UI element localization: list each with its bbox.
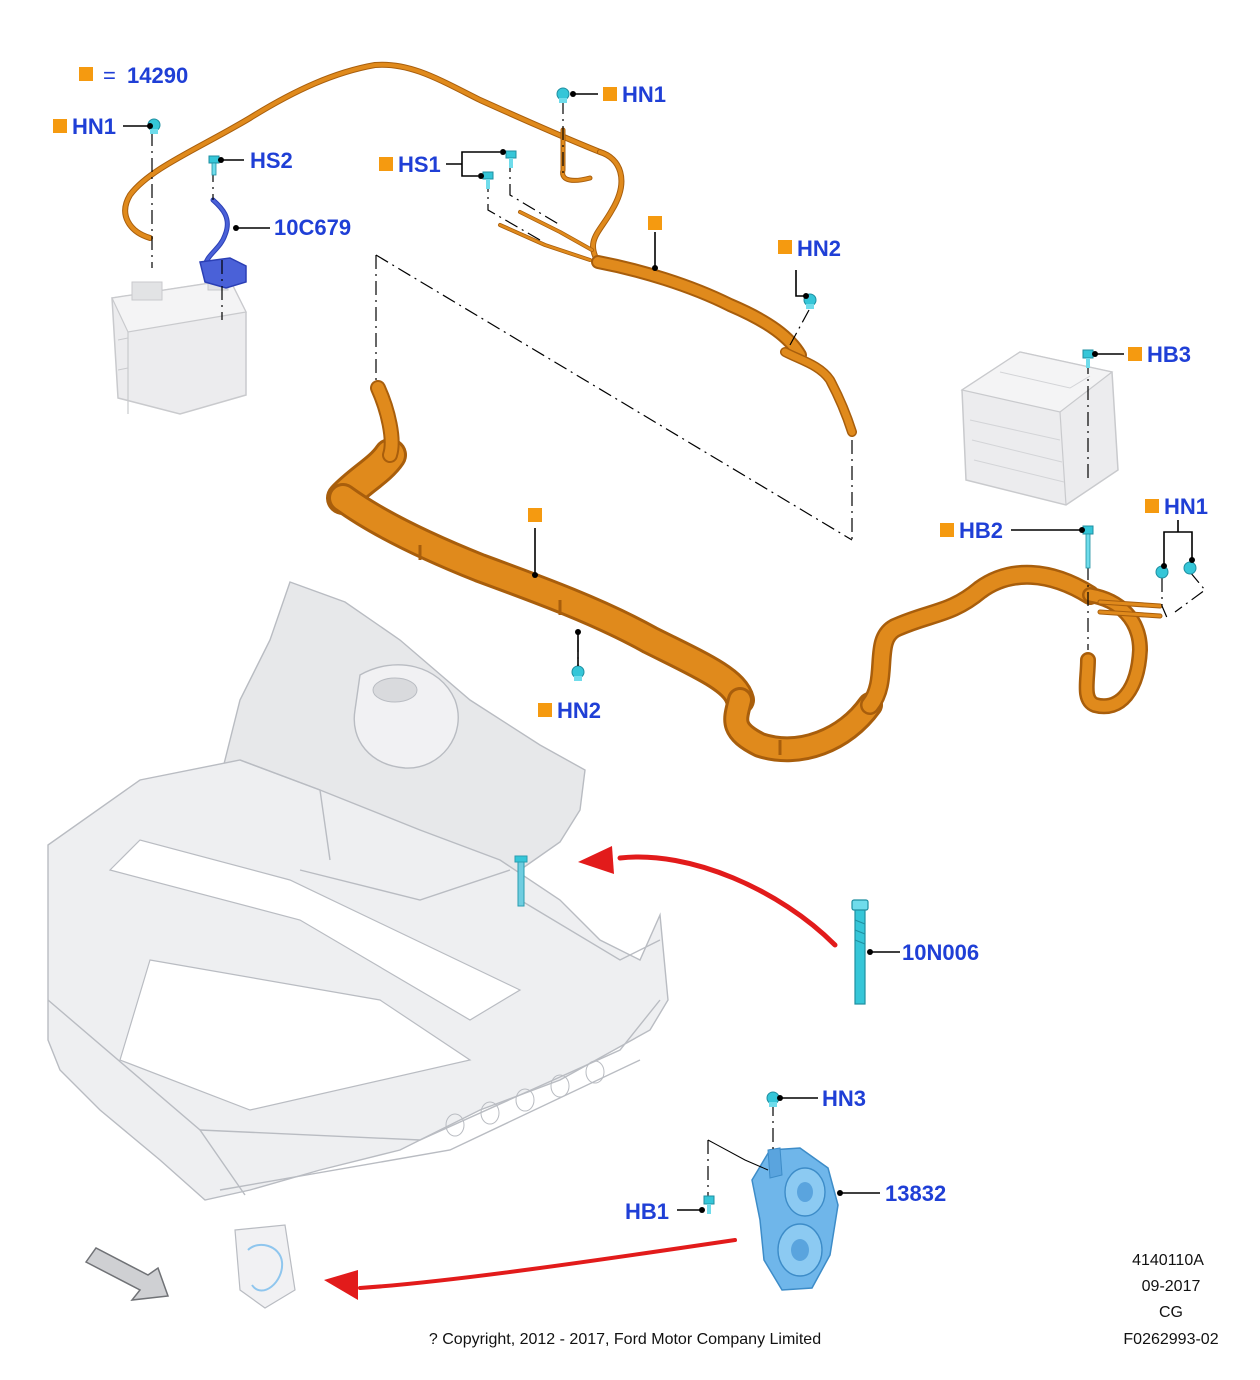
front-direction-arrow: [84, 1247, 170, 1301]
leader-lines: [123, 91, 1195, 1213]
label-13832: 13832: [885, 1181, 946, 1206]
label-hb1: HB1: [625, 1199, 669, 1224]
label-hn2-lower: HN2: [557, 698, 601, 723]
marker-hb2: [940, 523, 954, 537]
copyright-notice: ? Copyright, 2012 - 2017, Ford Motor Com…: [429, 1331, 821, 1348]
battery-cable-upper: [122, 61, 857, 437]
figure-info: 4140110A 09-2017 CG F0262993-02 ? Copyri…: [429, 1252, 1219, 1348]
figure-date: 09-2017: [1142, 1278, 1201, 1295]
bolt-10n006: [851, 899, 869, 1005]
marker-hn2-upper: [778, 240, 792, 254]
nut-hn1-top: [556, 87, 570, 103]
marker-hn1-top: [603, 87, 617, 101]
label-hn2-upper: HN2: [797, 236, 841, 261]
label-hn3: HN3: [822, 1086, 866, 1111]
battery-clip-10c679: [199, 197, 247, 289]
nut-hn2-lower: [571, 665, 585, 681]
figure-id: F0262993-02: [1123, 1331, 1218, 1348]
marker-hn2-lower: [538, 703, 552, 717]
horn-13832: [751, 1147, 839, 1291]
screw-hs1-a: [505, 150, 517, 168]
main-cable-harness: [326, 380, 1163, 763]
label-hn1-right: HN1: [1164, 494, 1208, 519]
label-hn1-top-left: HN1: [72, 114, 116, 139]
vehicle-front-structure: [47, 581, 669, 1309]
label-10c679: 10C679: [274, 215, 351, 240]
bolt-hb1: [703, 1195, 715, 1214]
label-hs1: HS1: [398, 152, 441, 177]
nut-hn1-right-b: [1183, 561, 1197, 575]
callout-labels: HN1 HS2 10C679 HS1 HN1 HN2 HB3 HN1 HB2 H…: [72, 82, 1208, 1224]
legend-equals: =: [103, 63, 116, 88]
bolt-10n006-installed: [514, 855, 528, 907]
marker-hb3: [1128, 347, 1142, 361]
legend-part-number: 14290: [127, 63, 188, 88]
marker-harness-upper: [648, 216, 662, 230]
label-hb2: HB2: [959, 518, 1003, 543]
red-arrows: [324, 846, 838, 1300]
marker-hn1-right: [1145, 499, 1159, 513]
marker-hs1: [379, 157, 393, 171]
legend-marker: [79, 67, 93, 81]
label-hs2: HS2: [250, 148, 293, 173]
assembly-guide-lines: [151, 100, 1206, 1200]
legend: = 14290: [79, 63, 188, 88]
figure-code: 4140110A: [1132, 1252, 1204, 1269]
marker-hn1-top-left: [53, 119, 67, 133]
screw-hs2: [208, 155, 220, 176]
battery: [111, 275, 247, 415]
part-markers: [53, 87, 1159, 717]
figure-initials: CG: [1159, 1304, 1183, 1321]
label-10n006: 10N006: [902, 940, 979, 965]
bolt-hb2: [1082, 525, 1094, 569]
label-hn1-top: HN1: [622, 82, 666, 107]
inverter-module: [960, 351, 1119, 506]
nut-hn3: [766, 1091, 780, 1107]
label-hb3: HB3: [1147, 342, 1191, 367]
marker-harness-main: [528, 508, 542, 522]
screw-hs1-b: [482, 171, 494, 189]
